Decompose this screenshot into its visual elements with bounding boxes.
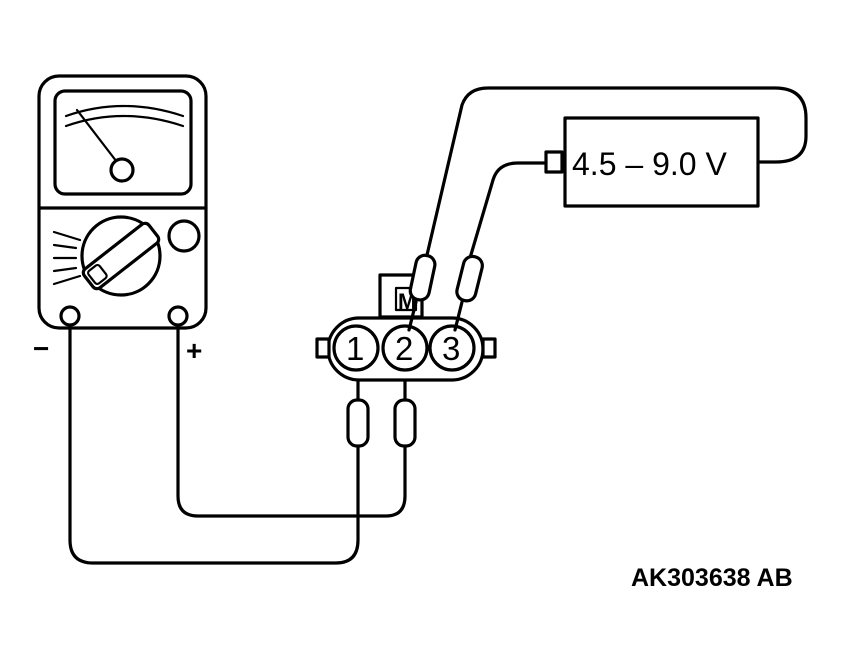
needle-pivot (109, 157, 135, 183)
probe-top-pin2-needle (407, 300, 418, 332)
pin-3[interactable] (428, 324, 476, 372)
probe-bottom-pin1-handle (346, 398, 370, 448)
probe-top-pin2-handle (408, 253, 437, 302)
probe-bottom-pin2[interactable] (393, 398, 417, 448)
supply-terminal-left (544, 150, 564, 174)
multimeter (37, 74, 208, 330)
pin-3-label: 3 (442, 330, 460, 367)
pin-2[interactable] (381, 324, 429, 372)
range-ticks (52, 230, 82, 286)
probe-top-pin2[interactable] (407, 253, 437, 332)
connector-side-tab-left (315, 337, 331, 359)
wire-negative-to-pin1 (68, 316, 360, 565)
supply-voltage-label: 4.5 – 9.0 V (572, 146, 727, 182)
meter-needle (75, 108, 122, 168)
selector-dial[interactable] (80, 215, 162, 297)
negative-jack[interactable] (59, 305, 81, 327)
positive-label: + (186, 335, 202, 366)
wire-pin3-top-to-supply (468, 161, 548, 260)
probe-top-pin3-needle (453, 300, 464, 332)
probe-bottom-pin2-handle (393, 398, 417, 448)
positive-jack[interactable] (167, 305, 189, 327)
pin-1[interactable] (332, 324, 380, 372)
voltage-supply: 4.5 – 9.0 V (544, 116, 760, 208)
connector-side-tab-right (481, 337, 497, 359)
selector-knob-tip (87, 263, 108, 285)
pin-1-label: 1 (346, 330, 364, 367)
supply-box (563, 116, 760, 208)
meter-display (53, 89, 193, 196)
figure-code: AK303638 AB (631, 564, 793, 592)
probe-top-pin3-handle (455, 254, 484, 303)
pin-2-label: 2 (395, 330, 413, 367)
meter-scale-lower (64, 114, 185, 128)
wire-positive-to-pin2 (176, 316, 407, 518)
probe-top-pin3[interactable] (453, 254, 484, 332)
negative-label: − (33, 333, 49, 364)
selector-knob[interactable] (81, 221, 161, 291)
zero-adjust-knob[interactable] (167, 219, 201, 253)
probe-bottom-pin1[interactable] (346, 398, 370, 448)
wire-pin2-top-to-supply (425, 86, 808, 257)
